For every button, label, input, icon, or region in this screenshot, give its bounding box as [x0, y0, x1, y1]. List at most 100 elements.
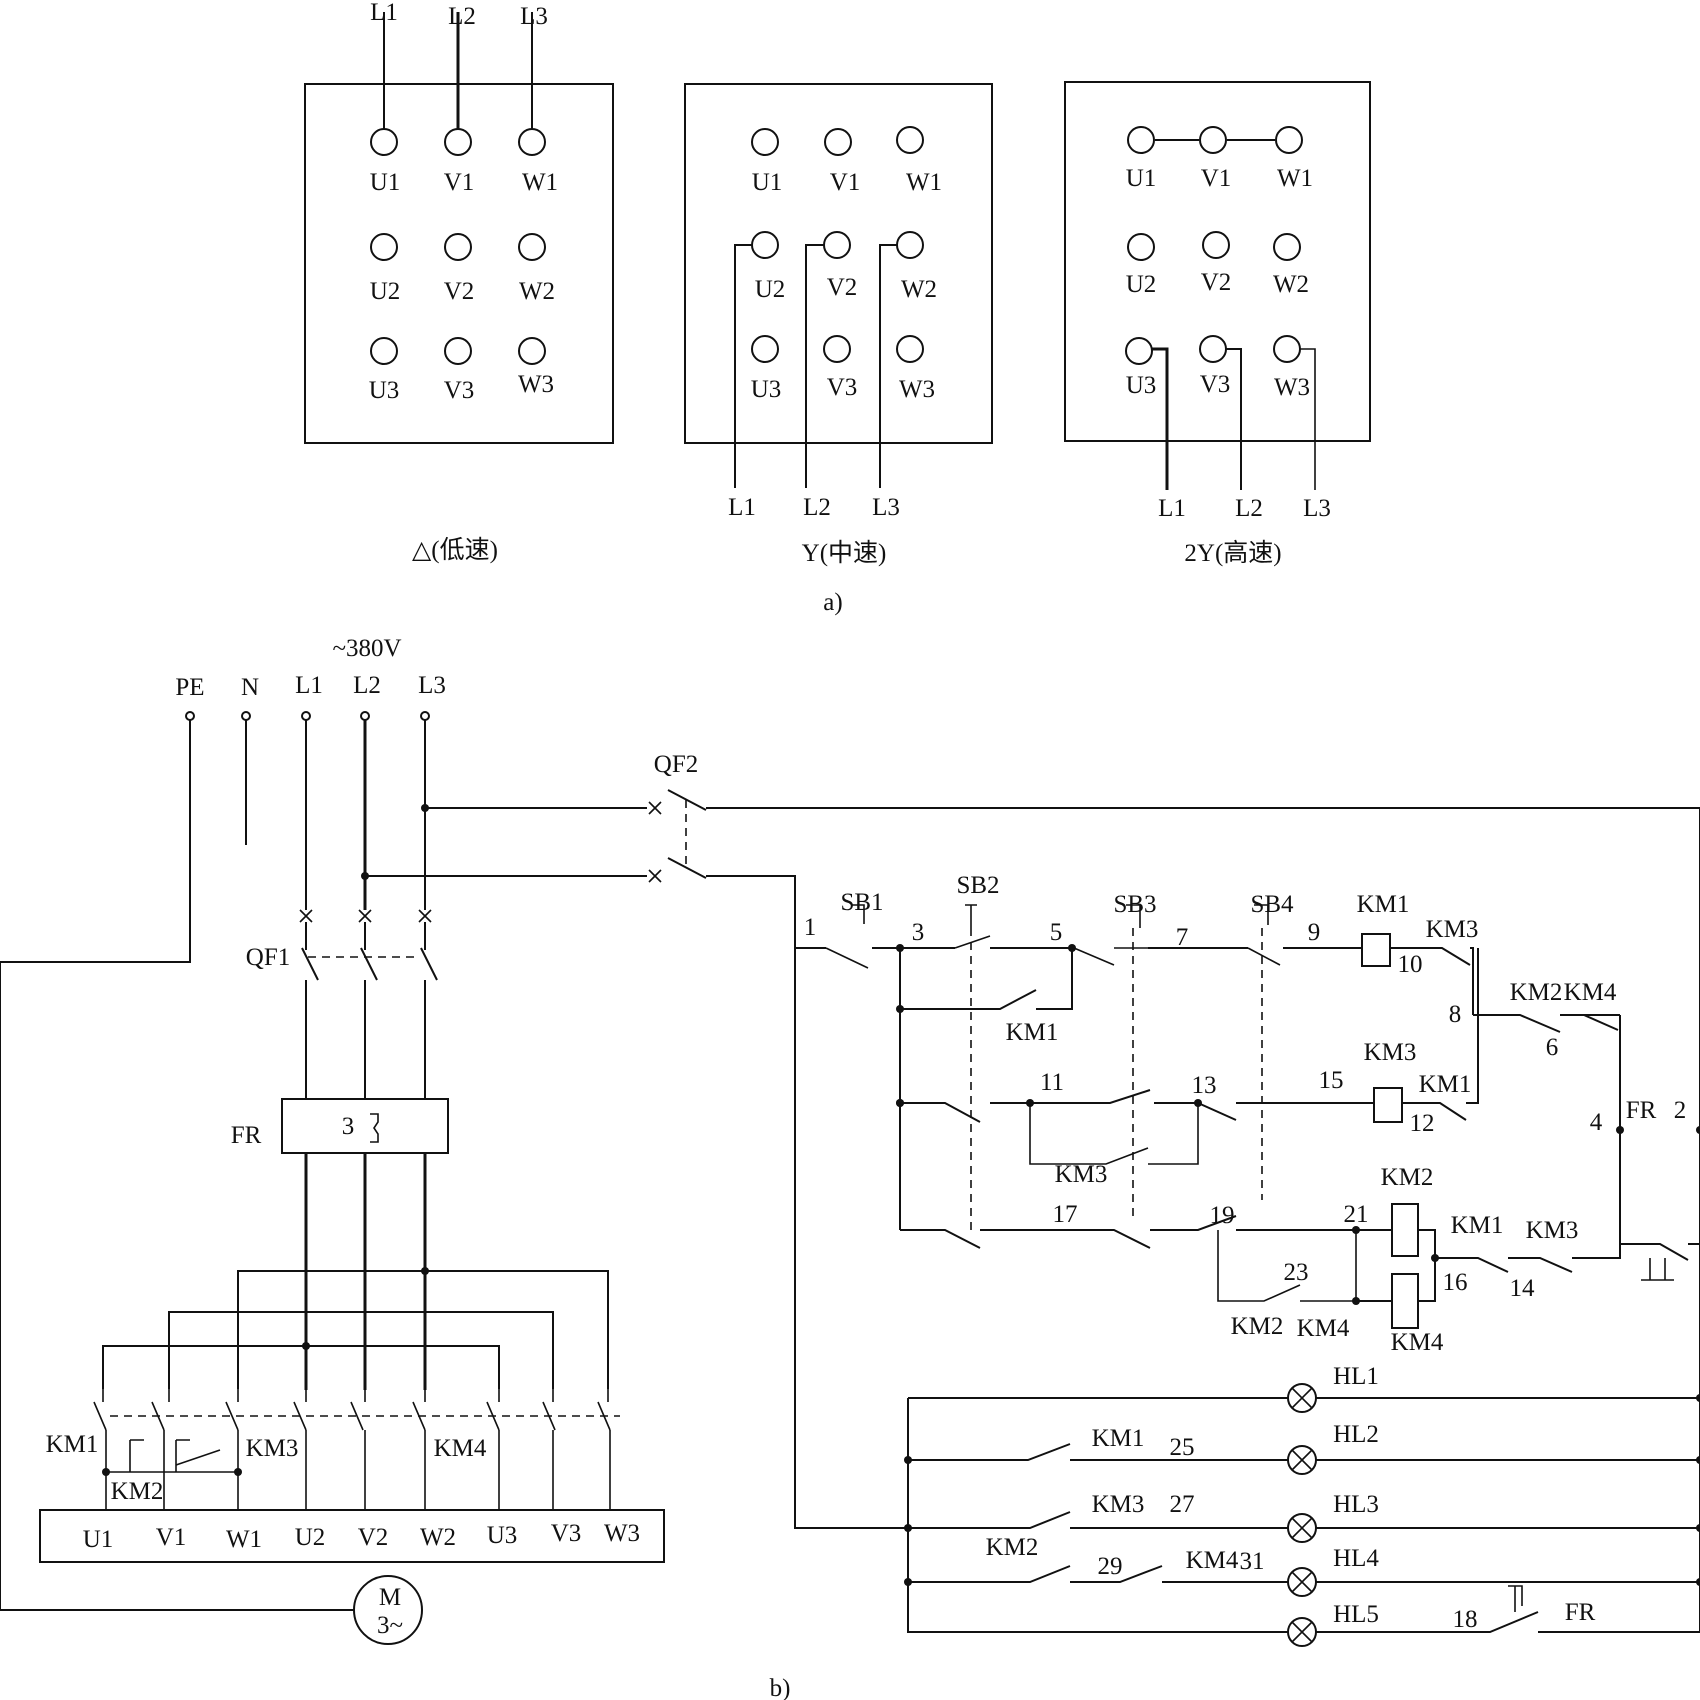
terminal-label: V3 [827, 374, 858, 401]
button-linkages [970, 928, 1263, 1230]
terminal-w1 [518, 128, 546, 156]
supply-line-label: PE [175, 674, 204, 701]
terminal-w1 [1275, 126, 1303, 154]
junction-dot [904, 1578, 912, 1586]
node-label: 16 [1443, 1269, 1468, 1296]
node-label: 6 [1546, 1034, 1559, 1061]
motor-terminal-label: W1 [226, 1526, 262, 1553]
qf1-label: QF1 [246, 944, 290, 971]
lamp-hl5: HL5 FR [1287, 1599, 1596, 1647]
terminal-label: U2 [755, 276, 786, 303]
figure-a-label: a) [823, 589, 842, 616]
node-label: 4 [1590, 1109, 1603, 1136]
button-label: SB1 [840, 889, 883, 916]
junction-dot [1026, 1099, 1034, 1107]
rung-km2-km4 [900, 1215, 1392, 1249]
junction-dot [1068, 944, 1076, 952]
contactor-label: KM2 [111, 1478, 164, 1505]
button-label: SB4 [1250, 891, 1294, 918]
terminal-u1 [1127, 126, 1155, 154]
junction-dot [1696, 1456, 1700, 1464]
junction-dot [896, 1099, 904, 1107]
coil-label: KM1 [1357, 891, 1410, 918]
terminal-label: U2 [1126, 271, 1157, 298]
contact-label: KM2 [1231, 1313, 1284, 1340]
wire-l1 [734, 244, 752, 488]
line-label: L3 [1303, 495, 1331, 522]
contactor-label: KM1 [1006, 1019, 1059, 1046]
line-label: L1 [370, 0, 398, 26]
junction-dot [1696, 1394, 1700, 1402]
km4-coil [1391, 1273, 1419, 1329]
terminal-w1 [896, 126, 924, 154]
contact-label: KM1 [1419, 1071, 1472, 1098]
contact-label: KM2 [986, 1534, 1039, 1561]
km4-coil-wire [1356, 1229, 1436, 1302]
terminal-label: U3 [1126, 372, 1157, 399]
junction-dot [1352, 1226, 1360, 1234]
terminal-circles [751, 126, 924, 363]
fr-inner-label: 3 [342, 1113, 355, 1140]
terminal-label: U2 [370, 278, 401, 305]
node-label: 23 [1284, 1259, 1309, 1286]
terminal-u1 [751, 128, 779, 156]
motor-label: 3~ [377, 1612, 403, 1639]
fr-label: FR [231, 1122, 262, 1149]
qf1-top-wires [305, 922, 426, 950]
junction-dot [1194, 1099, 1202, 1107]
terminal-v3 [444, 337, 472, 365]
lamp-row-hl5 [1316, 808, 1700, 1633]
terminal-label: W2 [901, 276, 937, 303]
qf1-crosses [299, 909, 432, 923]
terminal-label: V3 [444, 377, 475, 404]
contact-label: FR [1565, 1599, 1596, 1626]
lamp-cross-icon [1291, 1571, 1313, 1593]
button-contacts [825, 935, 1281, 969]
panel-delta: L1 L2 L3 U1 V1 W1 U2 V2 W2 U3 V3 W3 △(低速… [304, 0, 614, 564]
terminal-u1 [370, 128, 398, 156]
terminal-label: U1 [752, 169, 783, 196]
line-label: L1 [1158, 495, 1186, 522]
lamp-hl3: HL3 KM3 [1092, 1491, 1379, 1543]
node-label: 10 [1398, 951, 1423, 978]
bus-wire [168, 1311, 554, 1389]
lamp-label: HL3 [1333, 1491, 1379, 1518]
terminal-label: W2 [519, 278, 555, 305]
terminal-label: W3 [1274, 374, 1310, 401]
line-label: L3 [520, 3, 548, 30]
terminal-u3 [751, 335, 779, 363]
qf2-breaker: QF2 [365, 751, 1700, 1529]
km3-coil-series [1402, 948, 1479, 1121]
terminal-u3 [1125, 337, 1153, 365]
contact-label: KM4 [1297, 1315, 1350, 1342]
panel-star: U1 V1 W1 U2 V2 W2 U3 V3 W3 L1 L2 L3 Y(中速… [684, 83, 993, 567]
wire-l3 [879, 244, 897, 488]
contact-label: KM3 [1526, 1217, 1579, 1244]
control-line-l2 [706, 875, 908, 1529]
lamp-hl2: HL2 KM1 [1092, 1421, 1379, 1475]
terminal-circles [370, 128, 546, 365]
terminal-n [241, 711, 251, 721]
terminal-v2 [823, 231, 851, 259]
figure-b-label: b) [770, 1675, 791, 1700]
qf1-bottom-wires [305, 980, 426, 1099]
node-label: 18 [1453, 1606, 1478, 1633]
motor: M 3~ [353, 1575, 423, 1645]
terminal-pe [185, 711, 195, 721]
terminal-v3 [823, 335, 851, 363]
km2-km4-series [1435, 1130, 1621, 1273]
fr-contact-loop [1619, 808, 1700, 1261]
lamp-cross-icon [1291, 1387, 1313, 1409]
node-label: 1 [804, 914, 817, 941]
junction-dot [1431, 1254, 1439, 1262]
node-label: 19 [1210, 1202, 1235, 1229]
fr-lamp-contact-icon [1508, 1585, 1523, 1612]
node-label: 7 [1176, 924, 1189, 951]
lamp-cross-icon [1291, 1449, 1313, 1471]
motor-label: M [379, 1584, 401, 1611]
junction-dot [1696, 1578, 1700, 1586]
motor-terminal-label: V3 [551, 1520, 582, 1547]
line-label: L2 [803, 494, 831, 521]
supply-voltage-label: ~380V [332, 635, 401, 662]
junction-dot [421, 1267, 429, 1275]
